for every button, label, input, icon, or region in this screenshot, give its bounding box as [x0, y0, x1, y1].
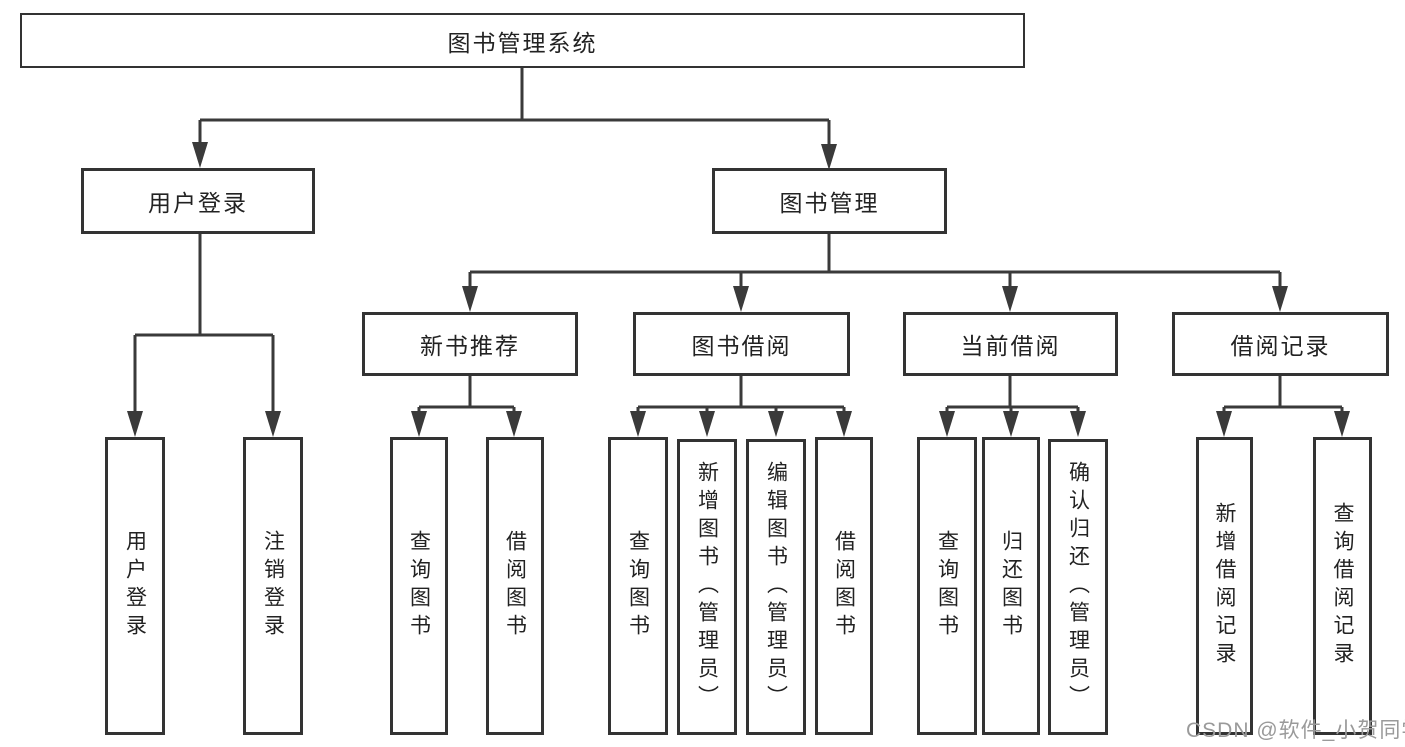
leaf-add-borrow-record: 新增借阅记录	[1196, 437, 1253, 735]
node-label: 借阅图书	[503, 530, 527, 642]
node-book-borrowing: 图书借阅	[633, 312, 850, 376]
node-label: 用户登录	[123, 530, 147, 642]
leaf-user-login: 用户登录	[105, 437, 165, 735]
node-current-borrowing: 当前借阅	[903, 312, 1118, 376]
node-label: 注销登录	[261, 530, 285, 642]
leaf-edit-book-admin: 编辑图书（管理员）	[746, 439, 806, 735]
node-label: 图书借阅	[691, 333, 792, 359]
leaf-add-book-admin: 新增图书（管理员）	[677, 439, 737, 735]
node-new-book-recommend: 新书推荐	[362, 312, 578, 376]
node-label: 查询图书	[407, 530, 431, 642]
node-label: 用户登录	[148, 190, 248, 216]
node-label: 新增图书（管理员）	[695, 461, 719, 713]
node-label: 编辑图书（管理员）	[764, 461, 788, 713]
node-label: 当前借阅	[960, 333, 1061, 359]
node-library-management-system: 图书管理系统	[20, 13, 1025, 68]
node-book-management: 图书管理	[712, 168, 947, 234]
node-label: 图书管理系统	[447, 29, 598, 56]
node-label: 查询图书	[626, 530, 650, 642]
csdn-watermark: CSDN @软件_小贺同学	[1186, 719, 1405, 742]
node-label: 新书推荐	[420, 333, 520, 359]
leaf-confirm-return-admin: 确认归还（管理员）	[1048, 439, 1108, 735]
node-user-login: 用户登录	[81, 168, 315, 234]
node-label: 借阅图书	[832, 530, 856, 642]
leaf-borrow-books: 借阅图书	[815, 437, 873, 735]
node-borrowing-records: 借阅记录	[1172, 312, 1389, 376]
leaf-query-books-recommend: 查询图书	[390, 437, 448, 735]
node-label: 新增借阅记录	[1213, 502, 1236, 670]
node-label: 查询借阅记录	[1331, 502, 1354, 670]
leaf-return-books: 归还图书	[982, 437, 1040, 735]
leaf-query-borrow-record: 查询借阅记录	[1313, 437, 1372, 735]
leaf-query-books-borrow: 查询图书	[608, 437, 668, 735]
node-label: 查询图书	[935, 530, 959, 642]
leaf-logout: 注销登录	[243, 437, 303, 735]
leaf-query-books-current: 查询图书	[917, 437, 977, 735]
node-label: 归还图书	[999, 530, 1023, 642]
leaf-borrow-books-recommend: 借阅图书	[486, 437, 544, 735]
node-label: 借阅记录	[1230, 333, 1331, 359]
node-label: 图书管理	[779, 190, 880, 216]
node-label: 确认归还（管理员）	[1066, 461, 1090, 713]
